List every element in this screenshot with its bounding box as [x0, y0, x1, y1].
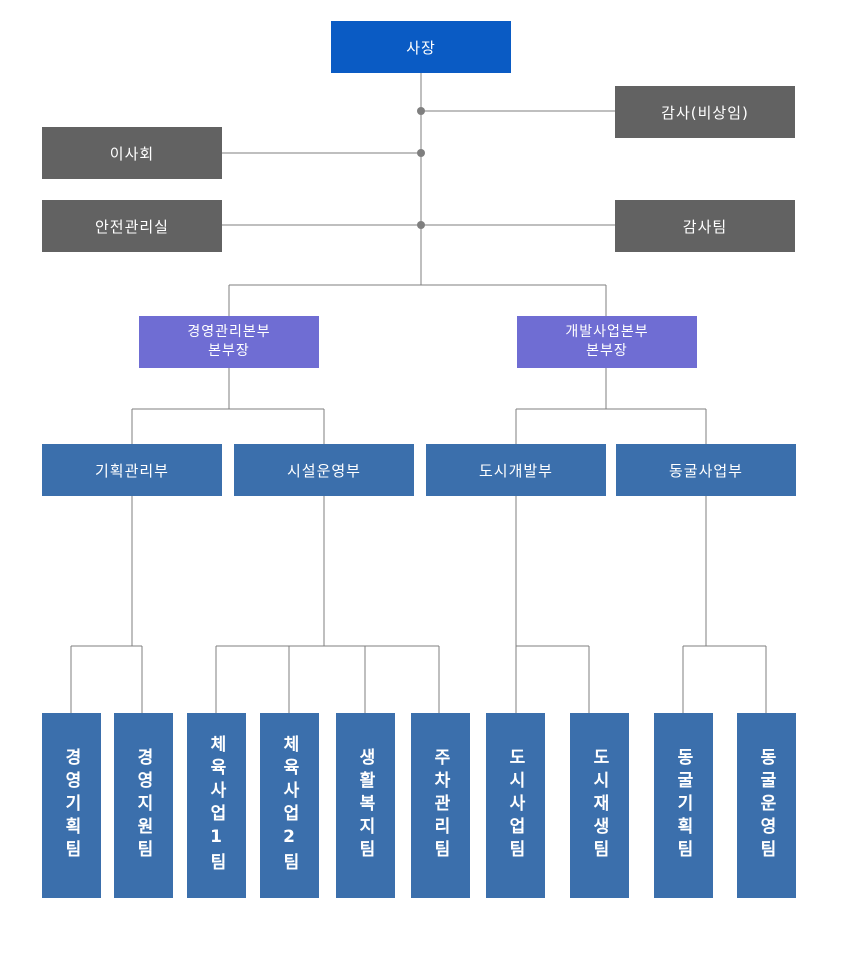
team-box: 동굴운영팀: [737, 713, 796, 898]
dept-cave-box: 동굴사업부: [616, 444, 796, 496]
hq-management-box: 경영관리본부 본부장: [139, 316, 319, 368]
auditor-box: 감사(비상임): [615, 86, 795, 138]
team-box: 주차관리팀: [411, 713, 470, 898]
team-box: 도시사업팀: [486, 713, 545, 898]
junction-dot: [417, 221, 425, 229]
junction-dot: [417, 149, 425, 157]
team-box: 동굴기획팀: [654, 713, 713, 898]
ceo-box: 사장: [331, 21, 511, 73]
team-box: 경영지원팀: [114, 713, 173, 898]
dept-facility-box: 시설운영부: [234, 444, 414, 496]
dept-planning-box: 기획관리부: [42, 444, 222, 496]
team-box: 체육사업2팀: [260, 713, 319, 898]
dept-urban-box: 도시개발부: [426, 444, 606, 496]
team-box: 생활복지팀: [336, 713, 395, 898]
safety-office-box: 안전관리실: [42, 200, 222, 252]
audit-team-box: 감사팀: [615, 200, 795, 252]
team-box: 체육사업1팀: [187, 713, 246, 898]
team-box: 경영기획팀: [42, 713, 101, 898]
team-box: 도시재생팀: [570, 713, 629, 898]
junction-dot: [417, 107, 425, 115]
hq-development-box: 개발사업본부 본부장: [517, 316, 697, 368]
board-box: 이사회: [42, 127, 222, 179]
